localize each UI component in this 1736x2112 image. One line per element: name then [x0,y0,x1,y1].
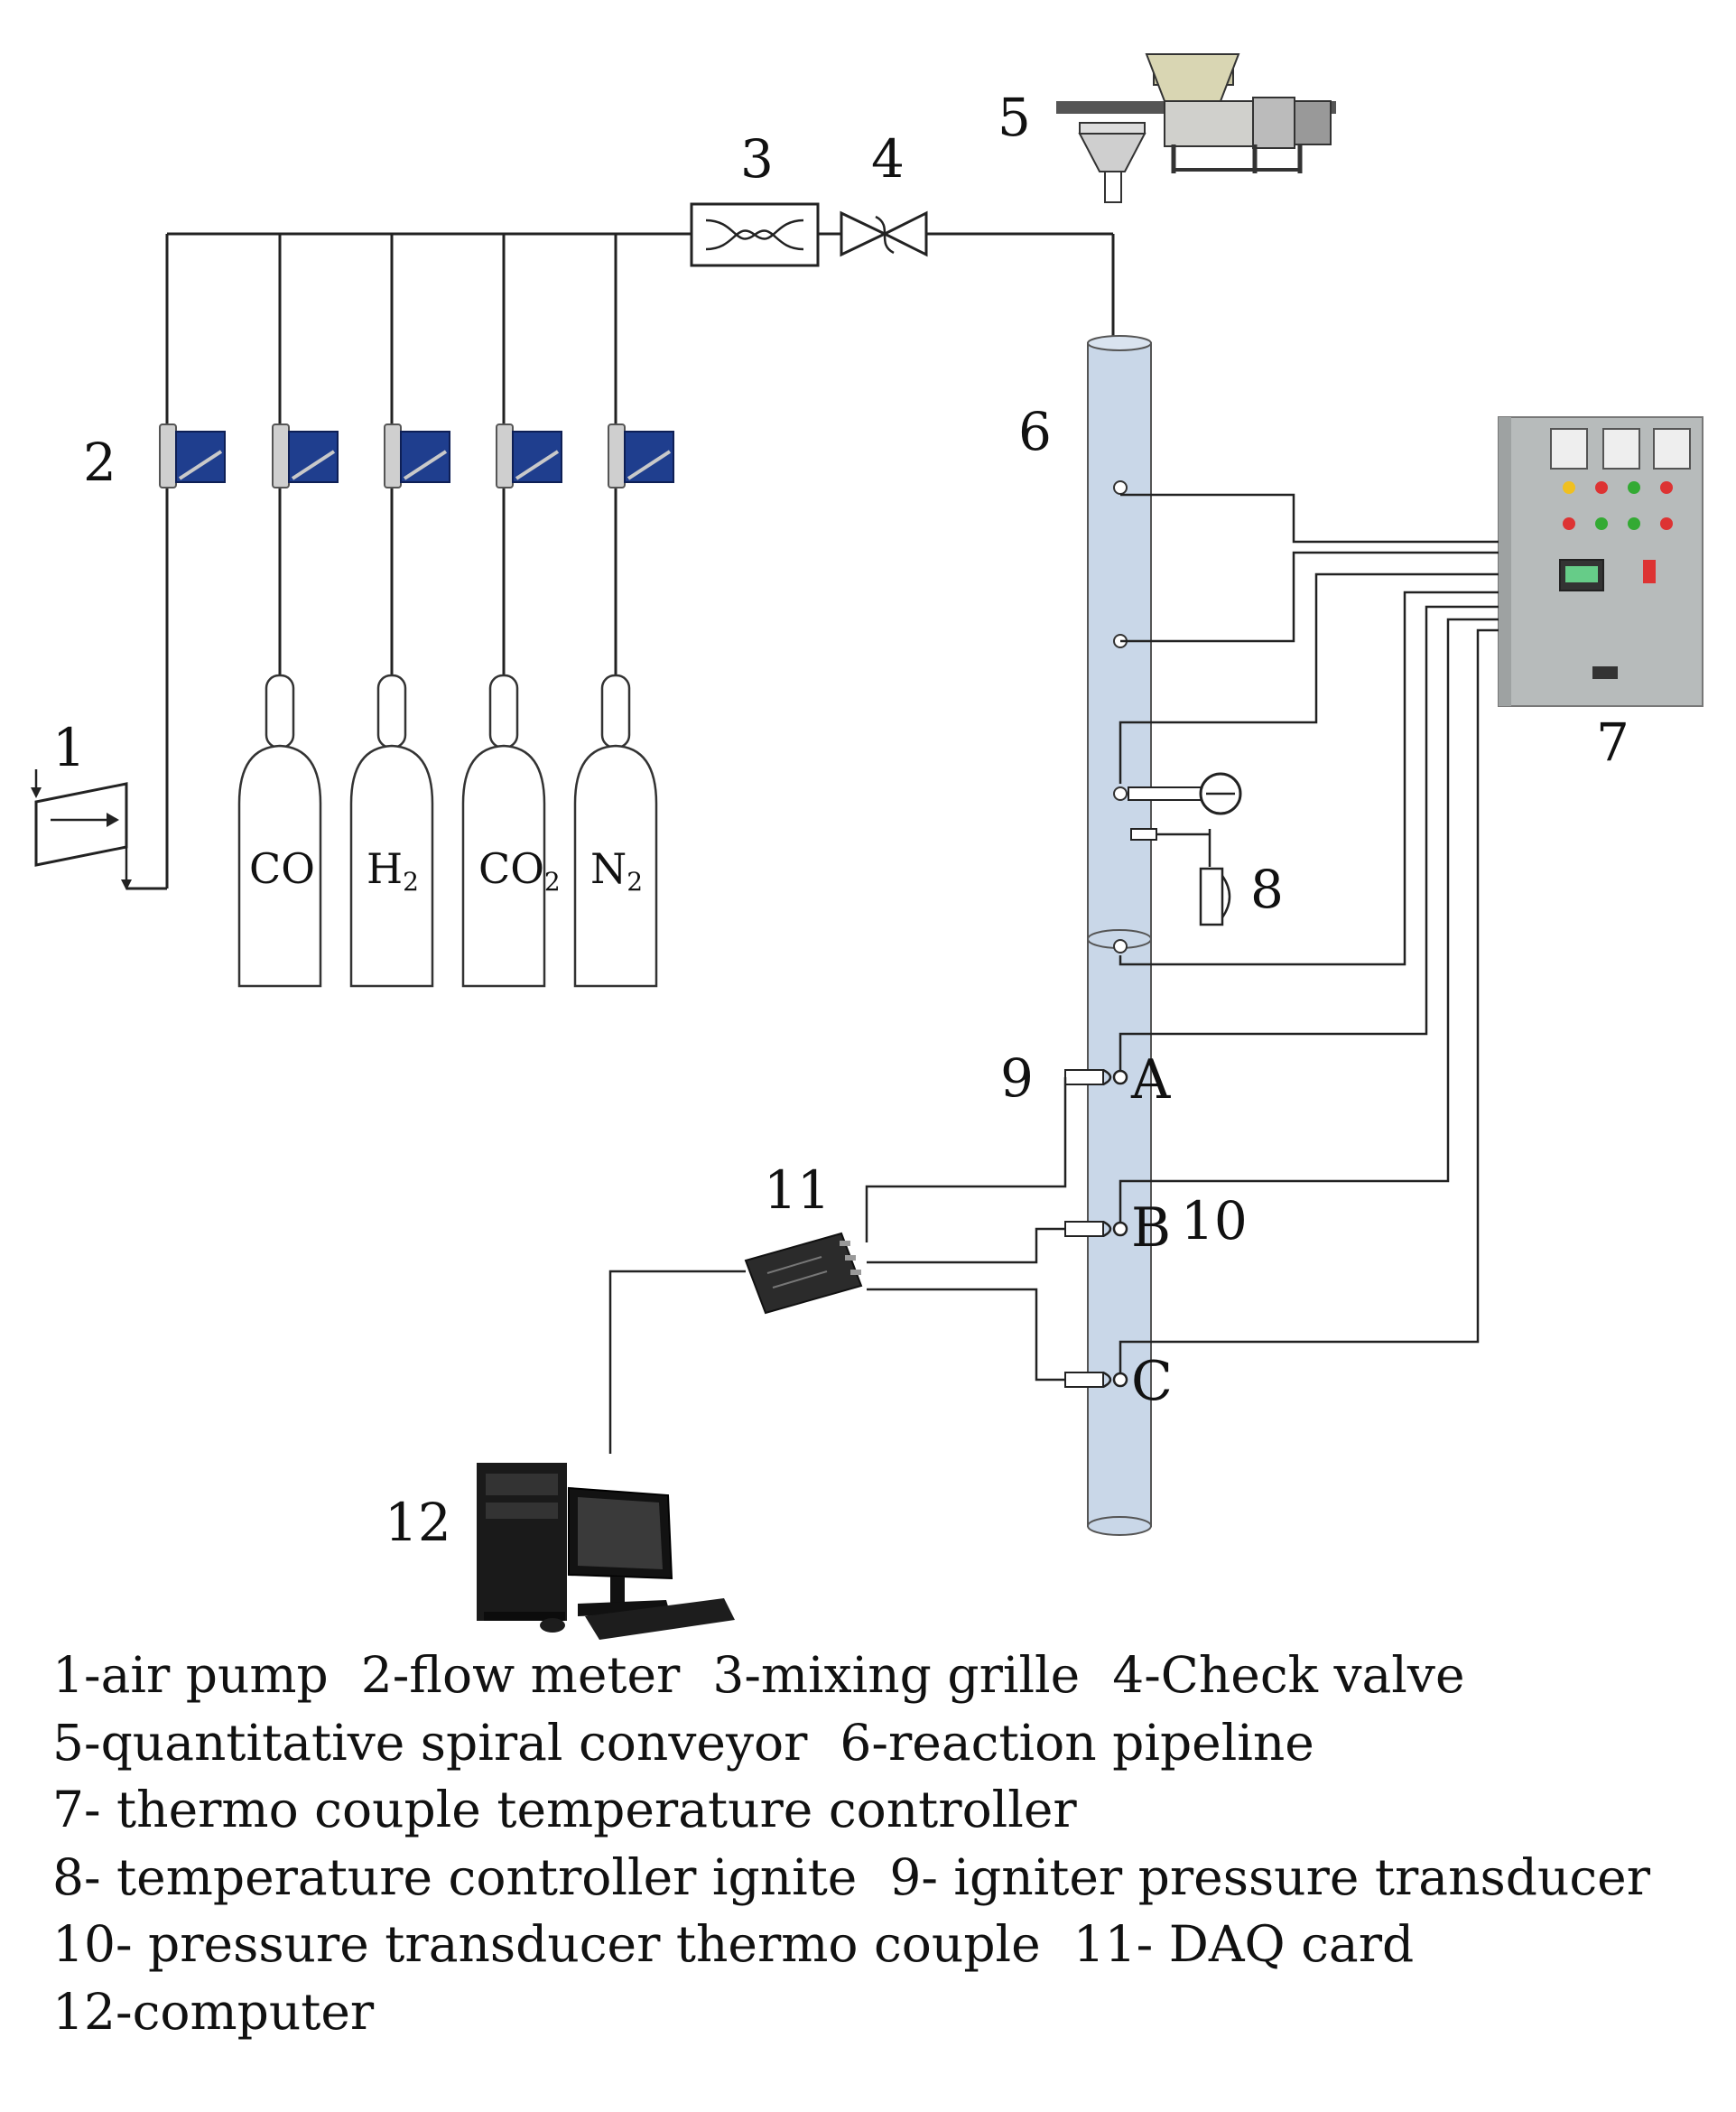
gas-cylinders: CO H2 CO2 N2 [237,674,658,988]
point-label-b: B [1131,1196,1171,1260]
check-valve [840,210,928,257]
label-10: 10 [1181,1190,1248,1251]
cylinder-gas-label: CO [249,844,315,893]
label-8: 8 [1250,859,1284,920]
daq-wiring [608,1077,1067,1454]
label-7: 7 [1596,712,1629,773]
label-12: 12 [385,1492,451,1553]
cylinder-gas-label: H2 [367,844,419,897]
legend-item: 4-Check valve [1112,1646,1465,1704]
measuring-point-labels: A B C [1130,1048,1173,1413]
legend-row: 8- temperature controller ignite 9- ignit… [52,1844,1704,1912]
point-label-a: A [1130,1048,1171,1112]
flow-meter [496,423,562,488]
mixing-grille [690,202,820,267]
flow-meter [159,423,226,488]
label-6: 6 [1018,401,1052,462]
label-11: 11 [764,1159,831,1221]
legend-row: 12-computer [52,1978,1704,2046]
legend-item: 6-reaction pipeline [840,1713,1314,1772]
flow-meter [272,423,339,488]
label-2: 2 [83,432,116,493]
component-legend: 1-air pump 2-flow meter 3-mixing grille 4-C… [52,1642,1704,2045]
label-3: 3 [740,128,774,190]
computer [477,1463,735,1640]
legend-item: 9- igniter pressure transducer [889,1847,1651,1906]
legend-item: 11- DAQ card [1072,1915,1415,1973]
temperature-controller-cabinet [1498,416,1704,707]
label-4: 4 [871,128,905,190]
pressure-transducers [1064,1068,1128,1389]
legend-item: 8- temperature controller ignite [52,1847,858,1906]
label-1: 1 [52,717,86,778]
legend-item: 12-computer [52,1982,375,2041]
legend-row: 10- pressure transducer thermo couple 11-… [52,1911,1704,1978]
air-pump [31,769,132,890]
legend-item: 5-quantitative spiral conveyor [52,1713,808,1772]
daq-card [744,1232,863,1315]
legend-item: 10- pressure transducer thermo couple [52,1915,1041,1973]
legend-item: 7- thermo couple temperature controller [52,1781,1077,1838]
cylinder-gas-label: CO2 [478,844,561,897]
gas-manifold-lines [126,232,1115,890]
label-9: 9 [1000,1047,1034,1109]
component-labels: 1 2 3 4 5 6 7 8 9 10 11 12 [52,87,1629,1553]
igniter [1128,772,1242,926]
gas-cylinder: CO2 [461,674,561,988]
legend-item: 2-flow meter [360,1646,681,1704]
flow-meters [159,423,674,488]
cylinder-gas-label: N2 [590,844,643,897]
legend-row: 1-air pump 2-flow meter 3-mixing grille 4-C… [52,1642,1704,1709]
label-5: 5 [998,87,1031,148]
thermocouple-wiring [1119,493,1499,1377]
flow-meter [608,423,674,488]
legend-row: 7- thermo couple temperature controller [52,1776,1704,1844]
legend-row: 5-quantitative spiral conveyor 6-reaction… [52,1709,1704,1777]
gas-cylinder: H2 [349,674,434,988]
flow-meter [384,423,450,488]
point-label-c: C [1131,1350,1173,1413]
gas-cylinder: N2 [573,674,658,988]
gas-cylinder: CO [237,674,322,988]
legend-item: 3-mixing grille [712,1646,1081,1704]
spiral-conveyor [1056,53,1336,203]
legend-item: 1-air pump [52,1646,329,1704]
